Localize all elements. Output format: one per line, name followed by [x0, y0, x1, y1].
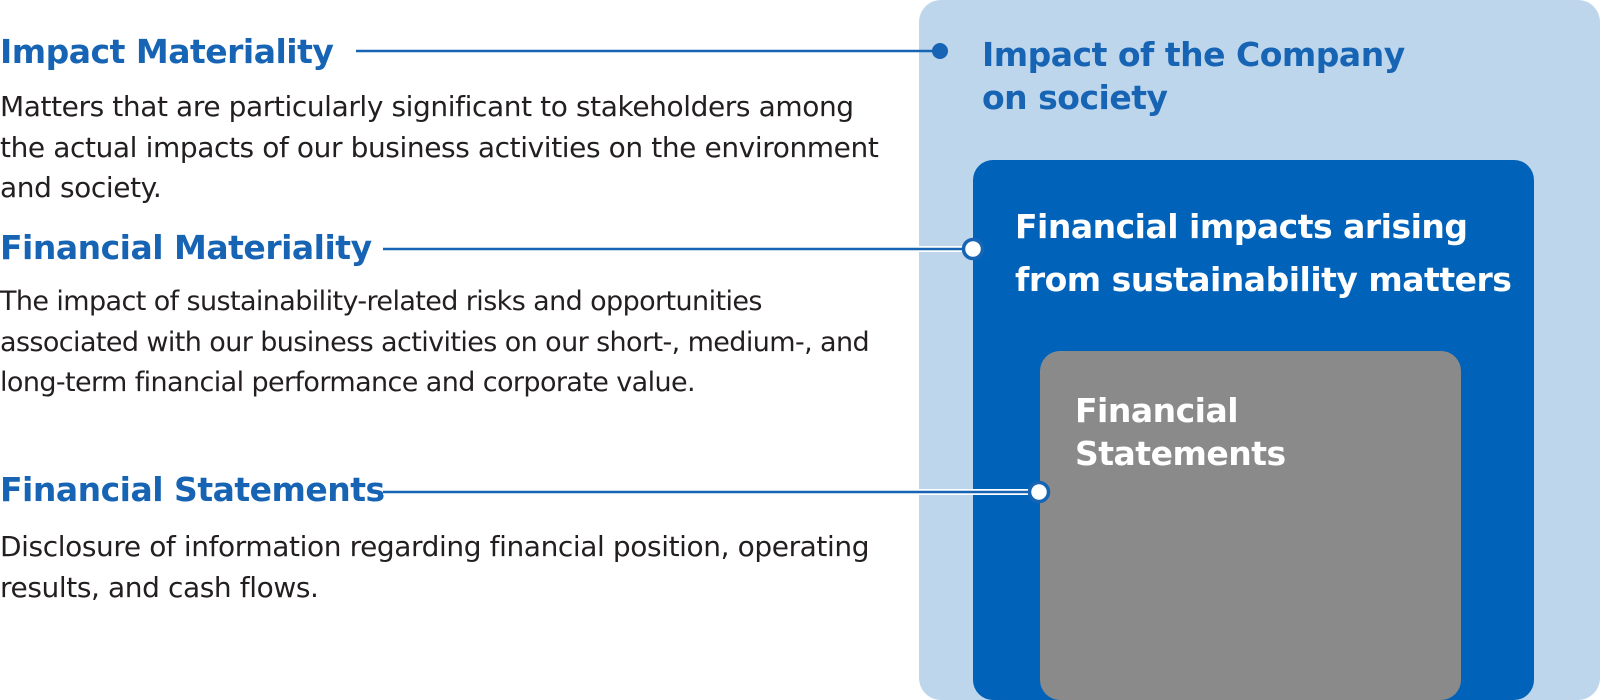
statements-connector-dot — [1027, 480, 1051, 504]
financial-statements-heading: Financial Statements — [0, 470, 385, 509]
financial-statements-box — [1040, 351, 1461, 700]
impact-materiality-heading: Impact Materiality — [0, 32, 334, 71]
impact-connector-dot — [932, 43, 948, 59]
financial-materiality-description: The impact of sustainability-related ris… — [0, 286, 870, 398]
financial-statements-label: Financial Statements — [1075, 391, 1286, 473]
impact-materiality-description: Matters that are particularly significan… — [0, 90, 879, 204]
financial-statements-description: Disclosure of information regarding fina… — [0, 530, 870, 604]
financial-connector-dot — [961, 237, 985, 261]
sustainability-financial-impact-label: Financial impacts arising from sustainab… — [1015, 207, 1512, 299]
financial-materiality-heading: Financial Materiality — [0, 228, 372, 267]
society-impact-label: Impact of the Company on society — [982, 35, 1405, 117]
